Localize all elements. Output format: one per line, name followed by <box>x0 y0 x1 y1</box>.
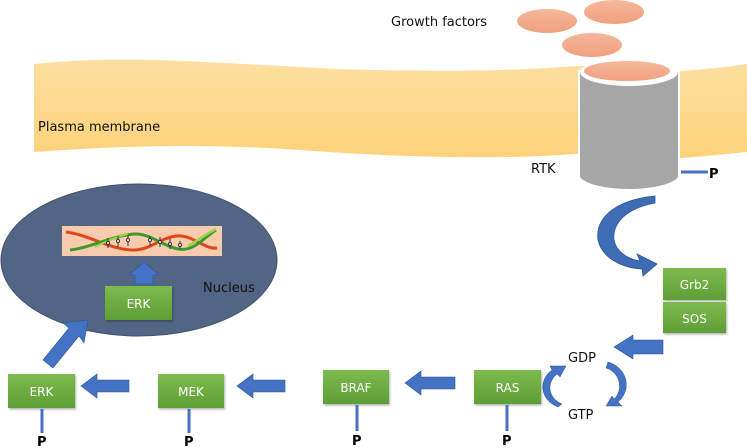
braf-box <box>323 370 389 404</box>
grb2-box <box>663 268 726 300</box>
plasma-membrane-label: Plasma membrane <box>38 120 160 135</box>
erk-nucleus-label: ERK <box>127 297 152 311</box>
growth-factor <box>562 33 622 57</box>
erk-phospho-label: P <box>37 435 47 448</box>
arrow-erk-to-dna <box>128 261 160 285</box>
gdp-label: GDP <box>568 351 596 366</box>
gtp-label: GTP <box>568 408 594 423</box>
arrow-braf-to-mek <box>236 373 286 399</box>
sos-box <box>663 302 726 333</box>
rtk-phospho-label: P <box>709 167 719 182</box>
erk-nucleus-box <box>105 286 172 320</box>
rtk-label: RTK <box>531 162 556 177</box>
dna-image <box>62 226 222 256</box>
braf-phospho-label: P <box>352 434 362 448</box>
rtk-receptor <box>578 58 679 190</box>
mek-phospho-label: P <box>184 435 194 448</box>
braf-label: BRAF <box>340 381 371 395</box>
sos-label: SOS <box>682 312 707 326</box>
nucleus <box>0 183 278 337</box>
plasma-membrane-right <box>680 64 747 158</box>
ras-box <box>474 370 541 404</box>
bound-growth-factor <box>584 61 670 81</box>
mek-box <box>158 374 224 408</box>
erk-cytoplasm-box <box>8 374 75 408</box>
plasma-membrane <box>34 59 600 158</box>
nucleus-label: Nucleus <box>203 281 255 296</box>
growth-factors-label: Growth factors <box>391 15 487 30</box>
ras-phospho-label: P <box>502 434 512 448</box>
curved-arrow-rtk-to-grb2 <box>597 195 658 277</box>
growth-factor <box>584 0 644 24</box>
arrow-sos-to-ras <box>613 334 664 360</box>
growth-factor <box>517 9 577 33</box>
arrow-mek-to-erk <box>80 373 130 399</box>
grb2-label: Grb2 <box>680 278 709 292</box>
cycle-arrow-gtp-to-gdp <box>542 365 567 408</box>
arrow-ras-to-braf <box>404 370 456 396</box>
cycle-arrow-gdp-to-gtp <box>605 361 627 407</box>
mek-label: MEK <box>178 385 205 399</box>
erk-cytoplasm-label: ERK <box>30 385 55 399</box>
ras-label: RAS <box>496 381 520 395</box>
arrow-erk-to-nucleus <box>42 319 89 369</box>
